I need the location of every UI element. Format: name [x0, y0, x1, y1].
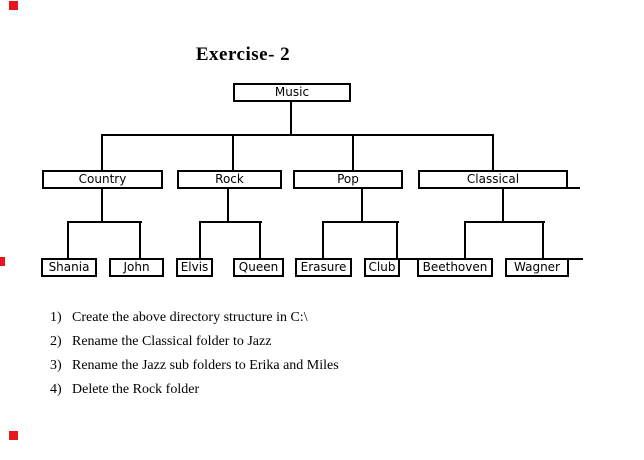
connector-line	[323, 221, 399, 223]
connector-line	[200, 221, 262, 223]
instruction-item-1: 1) Create the above directory structure i…	[50, 309, 308, 326]
tree-node-classical: Classical	[418, 170, 568, 189]
tree-node-music: Music	[233, 83, 351, 102]
instruction-text: Rename the Jazz sub folders to Erika and…	[72, 358, 339, 373]
instruction-text: Create the above directory structure in …	[72, 310, 308, 325]
red-click-marker	[9, 431, 18, 440]
instruction-number: 3)	[50, 358, 62, 373]
connector-line	[322, 221, 324, 258]
connector-line	[227, 188, 229, 222]
connector-line	[361, 188, 363, 222]
connector-stub	[568, 187, 580, 189]
connector-line	[101, 134, 103, 170]
red-click-marker	[9, 1, 18, 10]
instruction-number: 4)	[50, 382, 62, 397]
tree-node-club: Club	[364, 258, 400, 277]
tree-node-beethoven: Beethoven	[417, 258, 493, 277]
tree-node-country: Country	[42, 170, 163, 189]
instruction-number: 1)	[50, 310, 62, 325]
tree-node-queen: Queen	[233, 258, 284, 277]
connector-stub	[400, 258, 417, 260]
connector-line	[67, 221, 69, 258]
connector-line	[502, 188, 504, 222]
connector-stub	[568, 258, 583, 260]
connector-line	[465, 221, 545, 223]
connector-line	[492, 134, 494, 170]
tree-node-erasure: Erasure	[295, 258, 352, 277]
connector-line	[290, 101, 292, 135]
instruction-item-4: 4) Delete the Rock folder	[50, 381, 199, 398]
connector-line	[68, 221, 142, 223]
connector-line	[259, 221, 261, 258]
connector-line	[232, 134, 234, 170]
connector-line	[102, 134, 494, 136]
page-title: Exercise- 2	[195, 44, 291, 65]
instruction-text: Rename the Classical folder to Jazz	[72, 334, 272, 349]
instruction-item-2: 2) Rename the Classical folder to Jazz	[50, 333, 271, 350]
instruction-item-3: 3) Rename the Jazz sub folders to Erika a…	[50, 357, 339, 374]
instruction-number: 2)	[50, 334, 62, 349]
instruction-text: Delete the Rock folder	[72, 382, 200, 397]
red-click-marker	[0, 257, 5, 266]
connector-line	[396, 221, 398, 258]
tree-node-pop: Pop	[293, 170, 403, 189]
tree-node-wagner: Wagner	[505, 258, 569, 277]
connector-line	[199, 221, 201, 258]
tree-node-elvis: Elvis	[176, 258, 213, 277]
tree-node-shania: Shania	[41, 258, 97, 277]
connector-line	[101, 188, 103, 222]
tree-node-john: John	[109, 258, 164, 277]
connector-line	[139, 221, 141, 258]
connector-line	[352, 134, 354, 170]
connector-line	[542, 221, 544, 258]
tree-node-rock: Rock	[177, 170, 282, 189]
connector-line	[464, 221, 466, 258]
